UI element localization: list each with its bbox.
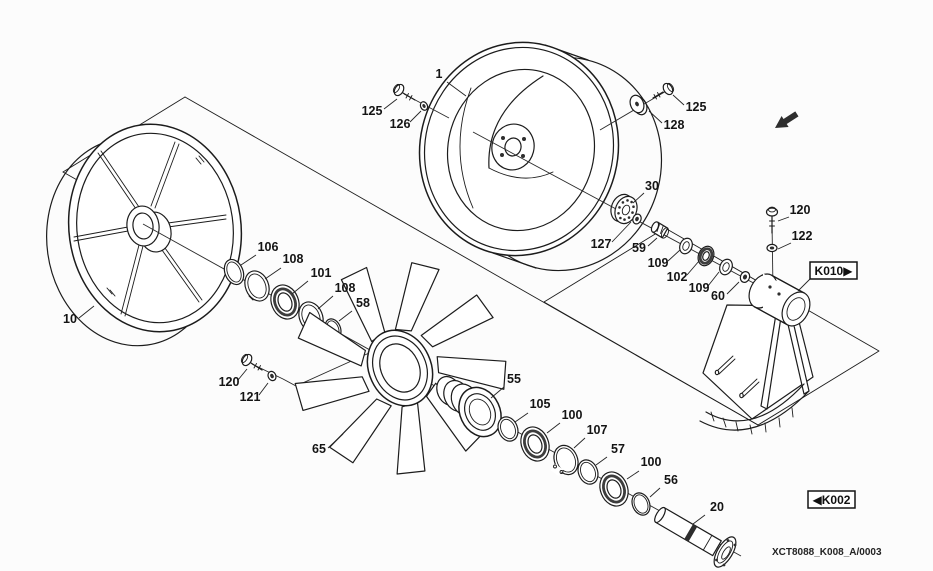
washer-60 — [739, 271, 751, 283]
callout-125a: 125 — [362, 104, 383, 118]
callout-57: 57 — [611, 442, 625, 456]
ring-109-b — [719, 258, 733, 276]
washer-105 — [497, 416, 519, 442]
callout-122: 122 — [792, 229, 813, 243]
ring-109-a — [679, 237, 693, 255]
bushing-59 — [650, 221, 670, 239]
callout-108a: 108 — [283, 252, 304, 266]
fan-shroud — [418, 41, 663, 272]
callout-107: 107 — [587, 423, 608, 437]
callout-109a: 109 — [648, 256, 669, 270]
ref-k010-label[interactable]: K010▶ — [815, 264, 854, 278]
bolt-120-right — [765, 206, 779, 234]
callout-100b: 100 — [641, 455, 662, 469]
callout-120b: 120 — [790, 203, 811, 217]
washer-57 — [577, 459, 599, 485]
leader-lines — [78, 81, 811, 525]
spoked-wheel — [46, 123, 243, 347]
bearing-100-b — [599, 471, 629, 507]
callout-106: 106 — [258, 240, 279, 254]
bolt-125-right — [652, 82, 675, 100]
wheel-spokes — [73, 141, 227, 317]
callout-labels: 1 125 126 125 128 30 127 59 109 102 109 … — [63, 67, 812, 514]
bolt-125-left — [392, 83, 416, 101]
bearing-101 — [270, 284, 300, 320]
ring-108-a — [244, 270, 270, 302]
bearing-bracket — [699, 273, 814, 435]
callout-105: 105 — [530, 397, 551, 411]
washer-127 — [632, 213, 642, 225]
callout-10: 10 — [63, 312, 77, 326]
callout-109b: 109 — [689, 281, 710, 295]
washer-128 — [629, 94, 648, 116]
callout-127: 127 — [591, 237, 612, 251]
callout-56: 56 — [664, 473, 678, 487]
callout-125b: 125 — [686, 100, 707, 114]
bearing-100-a — [520, 426, 550, 462]
shaft — [654, 506, 737, 568]
callout-55: 55 — [507, 372, 521, 386]
washer-106 — [223, 258, 245, 286]
hub-flange-30 — [610, 193, 638, 225]
callout-120a: 120 — [219, 375, 240, 389]
ref-k002[interactable]: ◀K002 — [807, 490, 856, 509]
callout-20: 20 — [710, 500, 724, 514]
wheel-hub — [126, 205, 172, 253]
drawing-code: XCT8088_K008_A/0003 — [772, 547, 882, 558]
fan-bolt-axis — [251, 348, 379, 387]
ring-102 — [697, 245, 715, 267]
callout-121: 121 — [240, 390, 261, 404]
callout-126: 126 — [390, 117, 411, 131]
callout-102: 102 — [667, 270, 688, 284]
circlip-107 — [550, 444, 579, 477]
fan-hub-55 — [436, 375, 502, 438]
callout-108b: 108 — [335, 281, 356, 295]
callout-30: 30 — [645, 179, 659, 193]
ref-k010[interactable]: K010▶ — [809, 261, 858, 280]
fan-hub — [366, 329, 434, 407]
oring-56 — [631, 492, 651, 516]
callout-1: 1 — [436, 67, 443, 81]
washer-126 — [419, 101, 429, 111]
bracket-cylinder — [748, 273, 811, 327]
callout-101: 101 — [311, 266, 332, 280]
washer-122 — [766, 243, 778, 253]
callout-128: 128 — [664, 118, 685, 132]
washer-121 — [267, 370, 277, 382]
callout-100a: 100 — [562, 408, 583, 422]
foot-hatching — [710, 407, 794, 435]
callout-60: 60 — [711, 289, 725, 303]
direction-arrow-icon — [775, 111, 799, 128]
fan — [294, 262, 507, 475]
bolt-120-left — [240, 353, 263, 371]
callout-58: 58 — [356, 296, 370, 310]
ref-k002-label[interactable]: ◀K002 — [813, 493, 851, 507]
callout-65: 65 — [312, 442, 326, 456]
callout-59: 59 — [632, 241, 646, 255]
shroud-hub — [491, 123, 535, 171]
